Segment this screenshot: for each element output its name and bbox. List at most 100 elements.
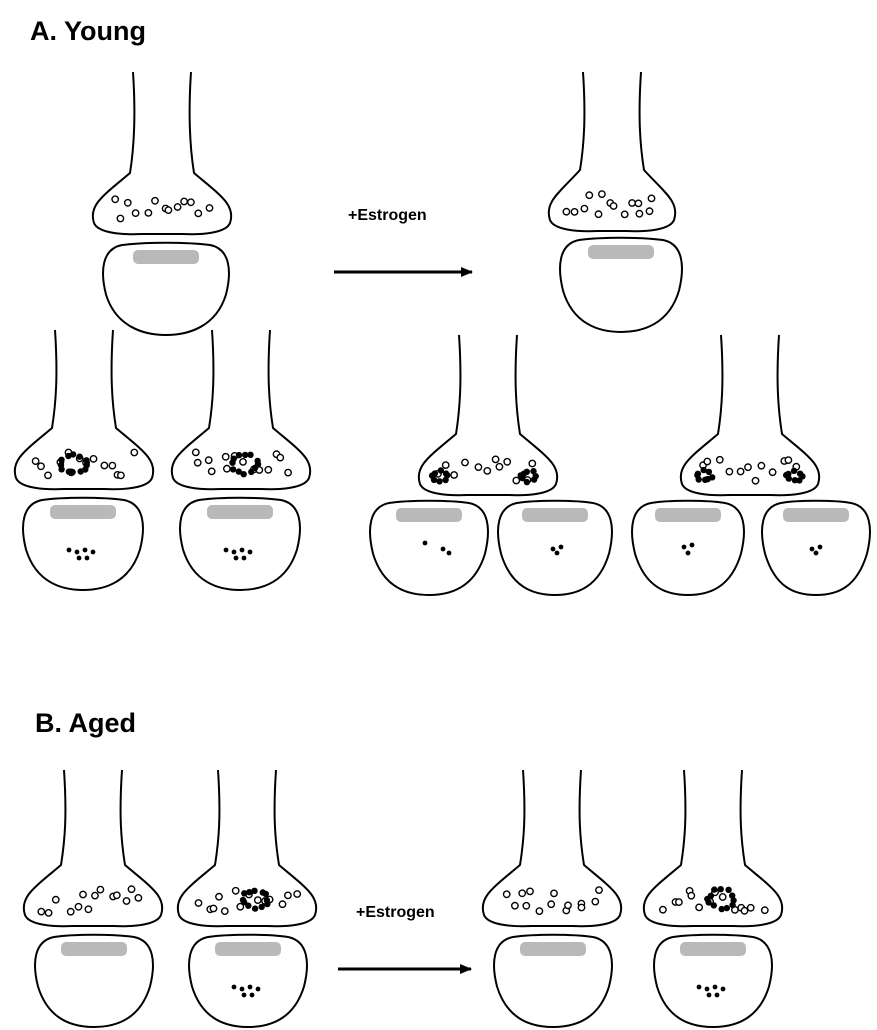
vesicle-clear: [279, 901, 285, 907]
vesicle-dense: [792, 477, 798, 483]
vesicle-clear: [696, 904, 702, 910]
spine-dot: [682, 545, 687, 550]
vesicle-clear: [745, 464, 751, 470]
vesicle-clear: [571, 209, 577, 215]
vesicle-clear: [90, 456, 96, 462]
vesicle-clear: [206, 457, 212, 463]
spine-dot: [91, 550, 96, 555]
b-estrogen-terminal-1: [483, 770, 622, 926]
vesicle-clear: [223, 454, 229, 460]
vesicle-dense: [702, 477, 708, 483]
spine-dot: [555, 551, 560, 556]
spine-dot: [814, 551, 819, 556]
a-young-spine-top-left: [103, 243, 229, 335]
spine-dot: [232, 985, 237, 990]
vesicle-dense: [695, 471, 701, 477]
vesicle-clear: [112, 196, 118, 202]
vesicle-clear: [752, 478, 758, 484]
presynaptic-terminal-outline: [24, 770, 163, 926]
vesicle-dense: [254, 458, 260, 464]
spine-dot: [85, 556, 90, 561]
postsynaptic-density: [680, 942, 746, 956]
vesicle-dense: [729, 892, 735, 898]
vesicle-dense: [719, 906, 725, 912]
vesicle-dense: [247, 452, 253, 458]
vesicle-clear: [635, 200, 641, 206]
vesicle-clear: [114, 892, 120, 898]
postsynaptic-density: [133, 250, 199, 264]
spine-dot: [234, 556, 239, 561]
vesicle-clear: [277, 454, 283, 460]
b-estrogen-spine-2: [654, 935, 772, 1027]
vesicle-clear: [622, 211, 628, 217]
vesicle-clear: [443, 462, 449, 468]
vesicle-clear: [145, 210, 151, 216]
spine-dot: [240, 987, 245, 992]
vesicle-clear: [595, 211, 601, 217]
spine-dot: [248, 550, 253, 555]
vesicle-dense: [83, 457, 89, 463]
vesicle-clear: [523, 903, 529, 909]
vesicle-clear: [563, 209, 569, 215]
vesicle-clear: [109, 462, 115, 468]
spine-dot: [423, 541, 428, 546]
vesicle-clear: [748, 905, 754, 911]
vesicle-clear: [38, 463, 44, 469]
spine-dot: [250, 993, 255, 998]
postsynaptic-density: [50, 505, 116, 519]
spine-dot: [697, 985, 702, 990]
vesicle-clear: [195, 210, 201, 216]
vesicle-clear: [285, 892, 291, 898]
vesicle-dense: [791, 468, 797, 474]
vesicle-clear: [769, 469, 775, 475]
vesicle-dense: [725, 887, 731, 893]
vesicle-clear: [135, 895, 141, 901]
vesicle-clear: [629, 200, 635, 206]
spine-dot: [715, 993, 720, 998]
vesicle-clear: [131, 449, 137, 455]
vesicle-clear: [195, 900, 201, 906]
vesicle-clear: [174, 204, 180, 210]
b-estrogen-terminal-2: [644, 770, 783, 926]
vesicle-clear: [193, 449, 199, 455]
vesicle-dense: [58, 457, 64, 463]
vesicle-clear: [125, 200, 131, 206]
b-aged-spine-2: [189, 935, 307, 1027]
a-estrogen-spine-br3: [632, 501, 744, 595]
vesicle-dense: [264, 901, 270, 907]
postsynaptic-density: [588, 245, 654, 259]
vesicle-clear: [737, 468, 743, 474]
vesicle-clear: [181, 198, 187, 204]
vesicle-clear: [255, 897, 261, 903]
vesicle-dense: [236, 468, 242, 474]
spine-dot: [240, 548, 245, 553]
vesicle-clear: [688, 893, 694, 899]
spine-dot: [818, 545, 823, 550]
postsynaptic-density: [396, 508, 462, 522]
vesicle-clear: [123, 898, 129, 904]
spine-dot: [232, 550, 237, 555]
spine-dot: [559, 545, 564, 550]
vesicle-dense: [66, 469, 72, 475]
a-estrogen-terminal-br2: [681, 335, 820, 495]
vesicle-clear: [565, 902, 571, 908]
vesicle-dense: [231, 456, 237, 462]
spine-dot: [447, 551, 452, 556]
vesicle-clear: [592, 898, 598, 904]
vesicle-clear: [512, 903, 518, 909]
vesicle-clear: [529, 460, 535, 466]
vesicle-dense: [706, 469, 712, 475]
vesicle-clear: [206, 205, 212, 211]
vesicle-clear: [785, 457, 791, 463]
vesicle-dense: [708, 893, 714, 899]
vesicle-clear: [233, 888, 239, 894]
vesicle-clear: [513, 477, 519, 483]
vesicle-clear: [118, 472, 124, 478]
vesicle-clear: [32, 458, 38, 464]
vesicle-dense: [718, 886, 724, 892]
vesicle-clear: [496, 464, 502, 470]
vesicle-clear: [578, 904, 584, 910]
vesicle-clear: [527, 888, 533, 894]
vesicle-clear: [53, 897, 59, 903]
